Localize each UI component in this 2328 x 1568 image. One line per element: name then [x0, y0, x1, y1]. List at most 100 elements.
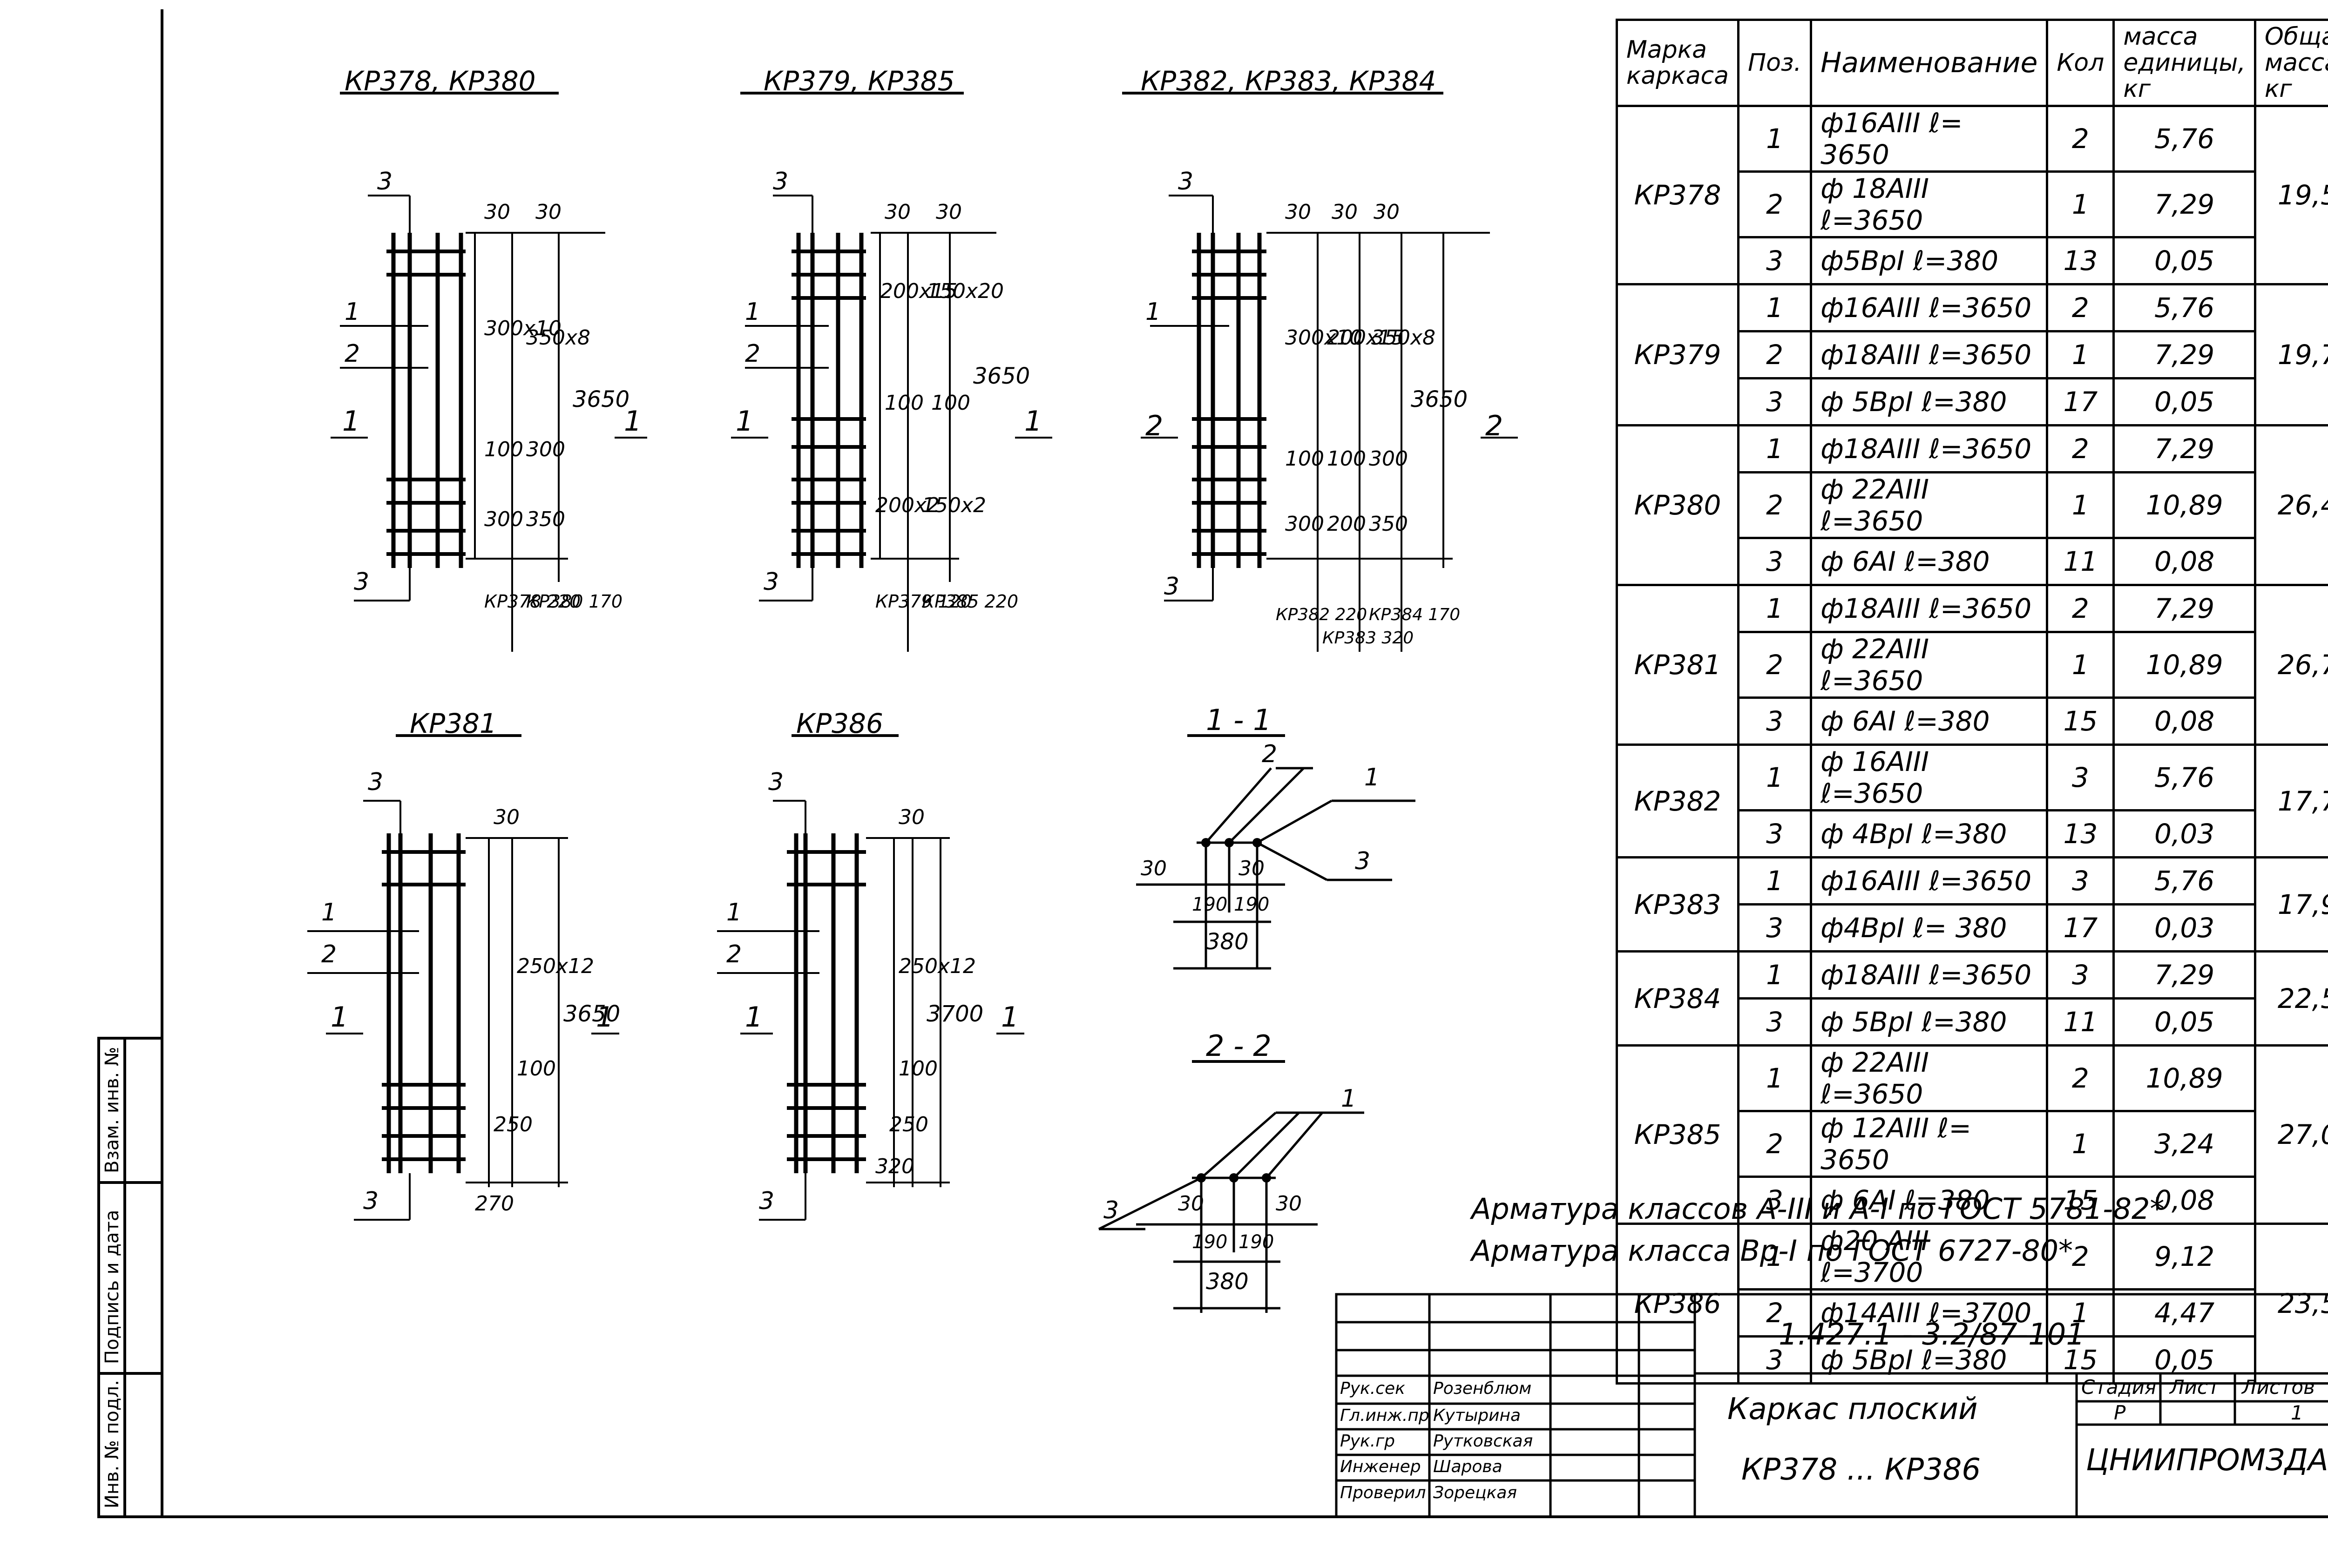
sheet-label: Лист — [2170, 1376, 2220, 1399]
signatory-role: Инженер — [1340, 1457, 1421, 1476]
unit-mass-cell: 10,89 — [2112, 1044, 2256, 1112]
unit-mass-cell: 0,08 — [2112, 696, 2256, 746]
d3-dim: 30 — [1332, 200, 1358, 224]
d2-mark: 1 — [1024, 405, 1042, 438]
frame-mark-cell: КР385 — [1615, 1044, 1740, 1225]
name-cell: ф 22АIII ℓ=3650 — [1810, 471, 2049, 539]
d3-dim: 300 — [1285, 512, 1324, 536]
name-cell: ф18АIII ℓ=3650 — [1810, 424, 2049, 473]
d1-dim: 350 — [526, 507, 565, 531]
quantity-cell: 1 — [2046, 631, 2115, 699]
name-cell: ф18АIII ℓ=3650 — [1810, 950, 2049, 1000]
name-cell: ф 16АIII ℓ=3650 — [1810, 743, 2049, 811]
d3-mark: 3 — [1164, 573, 1180, 601]
signatory-name: Розенблюм — [1433, 1379, 1532, 1398]
name-cell: ф18АIII ℓ=3650 — [1810, 584, 2049, 633]
d5-dim: 3700 — [927, 1001, 984, 1027]
d1-mark: 1 — [345, 298, 360, 326]
unit-mass-cell: 5,76 — [2112, 743, 2256, 811]
section-2-2 — [1098, 1060, 1364, 1313]
d1-dim: 30 — [535, 200, 562, 224]
d3-dim: 100 — [1327, 447, 1366, 471]
d5-dim: 250 — [889, 1113, 928, 1136]
position-cell: 3 — [1737, 1335, 1813, 1385]
d3-mark: 2 — [1485, 410, 1503, 442]
position-cell: 1 — [1737, 424, 1813, 473]
d5-dim: 100 — [899, 1057, 938, 1081]
d5-dim: 30 — [899, 805, 925, 829]
quantity-cell: 13 — [2046, 236, 2115, 285]
d1-mark: 1 — [342, 405, 360, 438]
s2-mark: 3 — [1103, 1196, 1119, 1224]
stamp-inv-podl: Инв. № подл. — [102, 1380, 123, 1508]
unit-mass-cell: 0,08 — [2112, 537, 2256, 586]
unit-mass-cell: 7,29 — [2112, 584, 2256, 633]
unit-mass-cell: 10,89 — [2112, 471, 2256, 539]
signatory-role: Рук.сек — [1340, 1379, 1405, 1398]
header-cell: Общая масса, кг — [2254, 19, 2328, 107]
unit-mass-cell: 3,24 — [2112, 1110, 2256, 1178]
d1-dim: 350x8 — [526, 326, 591, 350]
drawing-kr379-kr385 — [731, 92, 1052, 652]
title-d1: КР378, КР380 — [345, 65, 536, 97]
unit-mass-cell: 7,29 — [2112, 330, 2256, 379]
drawing-kr381 — [307, 734, 619, 1221]
name-cell: ф 5ВрI ℓ=380 — [1810, 377, 2049, 426]
total-mass-cell: 19,5 — [2254, 105, 2328, 285]
header-cell: Поз. — [1737, 19, 1813, 107]
s2-mark: 1 — [1341, 1085, 1357, 1113]
frame-mark-cell: КР386 — [1615, 1223, 1740, 1385]
s1-dim: 30 — [1238, 857, 1265, 880]
stamp-vzam-inv: Взам. инв. № — [102, 1047, 123, 1173]
total-mass-cell: 22,5 — [2254, 950, 2328, 1047]
quantity-cell: 15 — [2046, 1176, 2115, 1225]
position-cell: 3 — [1737, 903, 1813, 953]
title-s1: 1 - 1 — [1206, 703, 1272, 737]
d5-mark: 3 — [768, 768, 784, 796]
s2-dim: 380 — [1206, 1269, 1249, 1295]
d4-dim: 250 — [494, 1113, 533, 1136]
document-name-line2: КР378 ... КР386 — [1741, 1453, 1981, 1487]
frame-mark-cell: КР383 — [1615, 856, 1740, 953]
d4-mark: 2 — [321, 940, 337, 968]
document-name-line1: Каркас плоский — [1727, 1392, 1978, 1426]
name-cell: ф14АIII ℓ=3700 — [1810, 1288, 2049, 1338]
specification-table: Марка каркаса Поз. Наименование Кол масс… — [1615, 19, 2328, 1385]
unit-mass-cell: 5,76 — [2112, 856, 2256, 906]
quantity-cell: 15 — [2046, 1335, 2115, 1385]
name-cell: ф 12АIII ℓ= 3650 — [1810, 1110, 2049, 1178]
quantity-cell: 13 — [2046, 809, 2115, 858]
note-line-2: Арматура класса Вр-I по ГОСТ 6727-80* — [1471, 1234, 2073, 1268]
title-d4: КР381 — [410, 708, 497, 739]
quantity-cell: 2 — [2046, 584, 2115, 633]
quantity-cell: 2 — [2046, 1223, 2115, 1291]
d2-mark: 3 — [773, 168, 789, 196]
position-cell: 1 — [1737, 856, 1813, 906]
s1-dim: 380 — [1206, 929, 1249, 955]
unit-mass-cell: 0,05 — [2112, 997, 2256, 1047]
d2-mark: 3 — [764, 568, 779, 596]
unit-mass-cell: 4,47 — [2112, 1288, 2256, 1338]
d3-dim: 30 — [1285, 200, 1311, 224]
quantity-cell: 2 — [2046, 105, 2115, 173]
signatory-name: Зорецкая — [1433, 1483, 1517, 1502]
stage-label: Стадия — [2081, 1376, 2157, 1399]
quantity-cell: 1 — [2046, 471, 2115, 539]
position-cell: 2 — [1737, 330, 1813, 379]
quantity-cell: 1 — [2046, 170, 2115, 238]
d3-dim: 3650 — [1411, 386, 1468, 412]
position-cell: 2 — [1737, 1110, 1813, 1178]
